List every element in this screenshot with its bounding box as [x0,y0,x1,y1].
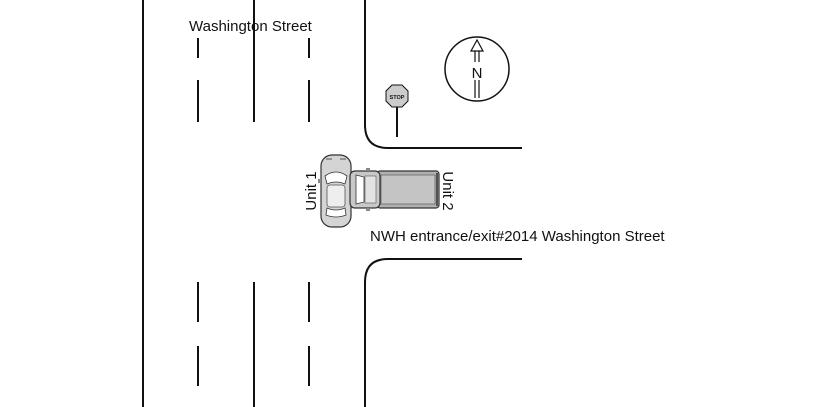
stop-sign-text: STOP [390,95,405,101]
north-compass-icon: N [444,36,510,102]
lane-markings-lower [197,282,310,407]
road-right-edge-lower [364,258,522,407]
unit-2-truck-icon [349,168,440,211]
unit-1-car-icon [318,154,354,228]
stop-sign-icon: STOP [385,84,409,137]
entrance-label: NWH entrance/exit#2014 Washington Street [370,228,665,245]
compass-letter: N [472,65,483,82]
unit-1-label: Unit 1 [303,171,320,210]
road-right-edge-upper [364,0,522,149]
street-label: Washington Street [189,18,313,35]
unit-2-label: Unit 2 [439,171,456,210]
lane-markings-upper [197,0,310,122]
